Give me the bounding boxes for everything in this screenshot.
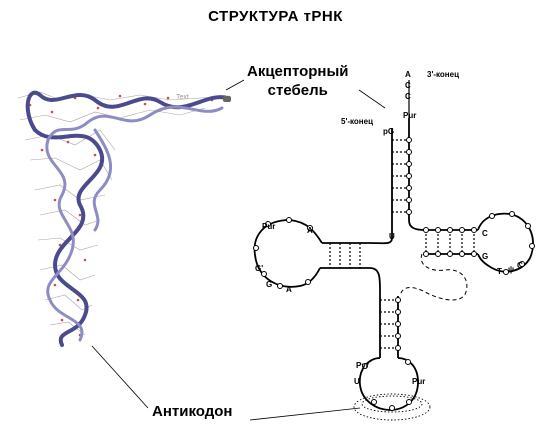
t-loop-base-c1: C [482,229,488,238]
d-loop-base-a2: A [286,285,292,294]
trna-cloverleaf [253,80,535,421]
acceptor-stem-label-line2: стебель [267,82,328,99]
d-loop-base-g: G [266,280,272,289]
trna-3d-model: Text [17,90,231,347]
t-loop-base-psi: ψ [508,265,514,274]
three-prime-end-label: 3'-конец [427,70,459,79]
model-caption: Text [176,94,189,101]
page-title: СТРУКТУРА тРНК [208,8,343,25]
acceptor-stem-label-line1: Акцепторный [247,63,349,80]
anticodon-loop-base-pyr: Pyr [356,361,369,370]
d-loop-base-a1: A [307,226,313,235]
acceptor-stem-label: Акцепторный стебель [247,62,349,100]
leader-lines [91,79,386,421]
acceptor-base-1: A [405,70,411,79]
junction-base: U [389,232,395,241]
d-loop-base-pur: Pur [262,222,275,231]
anticodon-label: Антикодон [152,403,233,420]
t-loop-base-c2: C [517,261,523,270]
cloverleaf-labels: 3'-конец 5'-конец A C C Pur pG U Pur A G… [255,70,523,386]
acceptor-base-3: C [405,92,411,101]
anticodon-loop-base-u: U [354,377,360,386]
acceptor-base-4: Pur [403,111,416,120]
t-loop-base-g: G [482,252,488,261]
d-loop-base-g-prime: G' [255,264,263,273]
acceptor-base-2: C [405,81,411,90]
anticodon-loop-base-pur: Pur [412,377,425,386]
five-prime-base: pG [383,127,394,136]
five-prime-end-label: 5'-конец [341,117,373,126]
t-loop-base-t: T [497,267,502,276]
